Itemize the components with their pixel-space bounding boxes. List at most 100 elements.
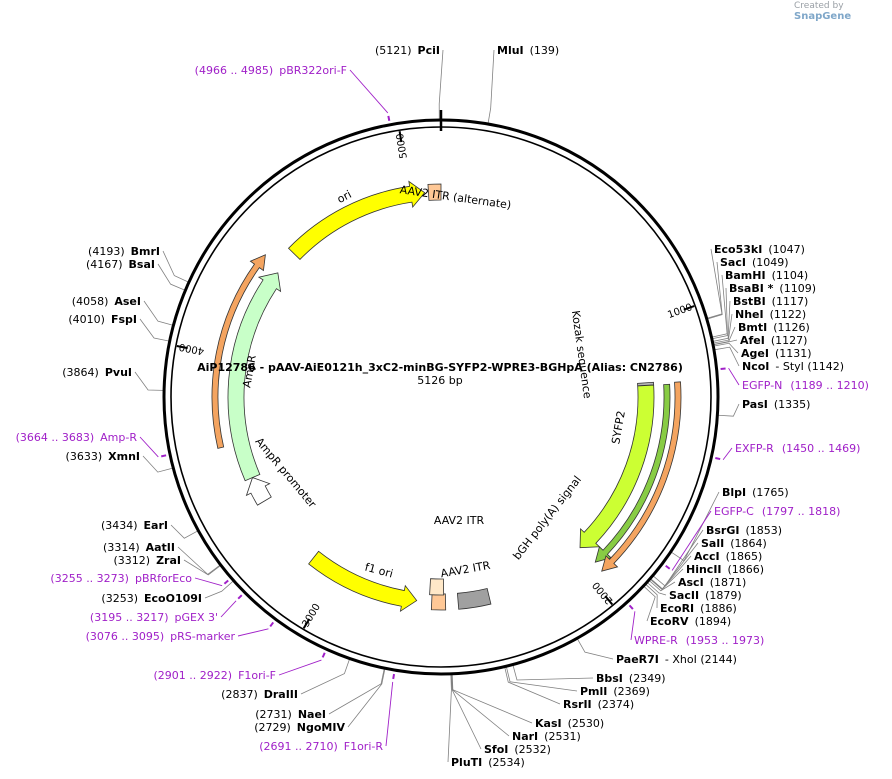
leader-lines xyxy=(134,49,740,763)
site-sali[interactable]: SalI(1864) xyxy=(701,537,767,550)
primer-prs-marker[interactable]: (3076 .. 3095)pRS-marker xyxy=(86,630,236,643)
site-agei[interactable]: AgeI(1131) xyxy=(741,347,812,360)
site-position: (4010) xyxy=(68,313,105,326)
primer-amp-r[interactable]: (3664 .. 3683)Amp-R xyxy=(16,431,138,444)
site-nari[interactable]: NarI(2531) xyxy=(512,730,581,743)
site-aatii[interactable]: (3314)AatII xyxy=(103,541,175,554)
site-acci[interactable]: AccI(1865) xyxy=(694,550,762,563)
primer-leader-pbr322ori-f xyxy=(349,69,389,114)
primer-f1ori-r[interactable]: (2691 .. 2710)F1ori-R xyxy=(259,740,383,753)
primer-range: (1450 .. 1469) xyxy=(782,442,861,455)
site-bbsi[interactable]: BbsI(2349) xyxy=(596,672,665,685)
site-bsabi[interactable]: BsaBI *(1109) xyxy=(729,282,816,295)
site-position: (1122) xyxy=(770,308,807,321)
site-ncoi[interactable]: NcoI- StyI (1142) xyxy=(742,360,844,373)
primer-egfp-c[interactable]: EGFP-C(1797 .. 1818) xyxy=(714,505,840,518)
leader-bsai xyxy=(157,263,185,291)
site-name: BsaI xyxy=(129,258,155,271)
primer-pgex-3[interactable]: (3195 .. 3217)pGEX 3' xyxy=(90,611,218,624)
feature-ori[interactable] xyxy=(287,180,426,261)
feature-ampr[interactable] xyxy=(227,272,282,482)
site-name: BstBI xyxy=(733,295,766,308)
site-blpi[interactable]: BlpI(1765) xyxy=(722,486,789,499)
site-position: (1047) xyxy=(768,243,805,256)
primer-f1ori-f[interactable]: (2901 .. 2922)F1ori-F xyxy=(154,669,277,682)
site-asei[interactable]: (4058)AseI xyxy=(72,295,141,308)
site-ecorv[interactable]: EcoRV(1894) xyxy=(650,615,731,628)
site-pvui[interactable]: (3864)PvuI xyxy=(62,366,132,379)
site-position: (1866) xyxy=(728,563,765,576)
primer-exfp-r[interactable]: EXFP-R(1450 .. 1469) xyxy=(735,442,860,455)
feature-bgh-poly-a-signal[interactable] xyxy=(456,588,492,610)
site-position: (2374) xyxy=(598,698,635,711)
site-afei[interactable]: AfeI(1127) xyxy=(740,334,807,347)
site-bsrgi[interactable]: BsrGI(1853) xyxy=(706,524,782,537)
tick-3000 xyxy=(302,618,311,629)
site-name: AccI xyxy=(694,550,720,563)
site-pmli[interactable]: PmlI(2369) xyxy=(580,685,650,698)
feature-aav2-itr-2[interactable] xyxy=(429,578,445,596)
tick-label-5000: 5000 xyxy=(395,133,410,160)
feature-bla-orf[interactable] xyxy=(211,254,266,449)
site-saci[interactable]: SacI(1049) xyxy=(720,256,789,269)
feature-syfp2[interactable] xyxy=(579,384,655,549)
site-paer7i[interactable]: PaeR7I- XhoI (2144) xyxy=(616,653,737,666)
site-mlui[interactable]: MluI(139) xyxy=(497,44,559,57)
site-kasi[interactable]: KasI(2530) xyxy=(535,717,604,730)
site-position: (3434) xyxy=(101,519,138,532)
site-name: EcoRV xyxy=(650,615,689,628)
primer-egfp-n[interactable]: EGFP-N(1189 .. 1210) xyxy=(742,379,869,392)
primer-name: pBRforEco xyxy=(135,572,192,585)
site-pcii[interactable]: (5121)PciI xyxy=(375,44,440,57)
leader-saci xyxy=(707,261,723,320)
site-rsrii[interactable]: RsrII(2374) xyxy=(563,698,634,711)
feature-label-aav2-itr: AAV2 ITR xyxy=(434,514,485,527)
feature-syfp2-orf-2[interactable] xyxy=(601,381,682,572)
site-position: (3864) xyxy=(62,366,99,379)
site-naei[interactable]: (2731)NaeI xyxy=(255,708,326,721)
site-nhei[interactable]: NheI(1122) xyxy=(735,308,806,321)
site-bamhi[interactable]: BamHI(1104) xyxy=(725,269,808,282)
site-ecori[interactable]: EcoRI(1886) xyxy=(660,602,737,615)
feature-label-bgh-poly-a-signal: bGH poly(A) signal xyxy=(511,473,584,562)
site-draiii[interactable]: (2837)DraIII xyxy=(221,688,298,701)
site-position: (2731) xyxy=(255,708,292,721)
tick-label-2000: 2000 xyxy=(591,579,616,606)
feature-ampr-promoter[interactable] xyxy=(245,477,272,506)
leader-nari xyxy=(451,674,510,737)
site-eari[interactable]: (3434)EarI xyxy=(101,519,168,532)
site-pluti[interactable]: PluTI(2534) xyxy=(451,756,525,769)
site-ecoo109i[interactable]: (3253)EcoO109I xyxy=(101,592,202,605)
site-position: (3253) xyxy=(101,592,138,605)
site-position: (139) xyxy=(530,44,560,57)
site-bsai[interactable]: (4167)BsaI xyxy=(86,258,155,271)
site-bstbi[interactable]: BstBI(1117) xyxy=(733,295,808,308)
primer-mark-pbr322ori-f xyxy=(387,115,391,121)
site-name: SalI xyxy=(701,537,724,550)
leader-ecoo109i xyxy=(204,581,234,599)
site-position: - XhoI (2144) xyxy=(665,653,737,666)
site-sacii[interactable]: SacII(1879) xyxy=(669,589,742,602)
tick-4000 xyxy=(176,345,188,350)
site-ngomiv[interactable]: (2729)NgoMIV xyxy=(254,721,345,734)
site-xmni[interactable]: (3633)XmnI xyxy=(66,450,140,463)
site-eco53ki[interactable]: Eco53kI(1047) xyxy=(714,243,805,256)
site-fspi[interactable]: (4010)FspI xyxy=(68,313,137,326)
site-asci[interactable]: AscI(1871) xyxy=(678,576,746,589)
site-pasi[interactable]: PasI(1335) xyxy=(742,398,810,411)
site-position: (4058) xyxy=(72,295,109,308)
primer-pbr322ori-f[interactable]: (4966 .. 4985)pBR322ori-F xyxy=(195,64,347,77)
site-zrai[interactable]: (3312)ZraI xyxy=(114,554,182,567)
feature-aav2-itr[interactable] xyxy=(430,593,447,611)
site-hincii[interactable]: HincII(1866) xyxy=(686,563,764,576)
feature-syfp2-orf[interactable] xyxy=(594,383,671,563)
primer-wpre-r[interactable]: WPRE-R(1953 .. 1973) xyxy=(634,634,764,647)
feature-f1-ori[interactable] xyxy=(308,550,418,613)
site-bmri[interactable]: (4193)BmrI xyxy=(88,245,160,258)
site-bmti[interactable]: BmtI(1126) xyxy=(738,321,810,334)
feature-aav2-itr-alternate[interactable] xyxy=(427,183,442,201)
primer-mark-exfp-r xyxy=(715,457,721,461)
leader-naei xyxy=(328,669,385,715)
primer-pbrforeco[interactable]: (3255 .. 3273)pBRforEco xyxy=(50,572,192,585)
site-sfoi[interactable]: SfoI(2532) xyxy=(484,743,551,756)
